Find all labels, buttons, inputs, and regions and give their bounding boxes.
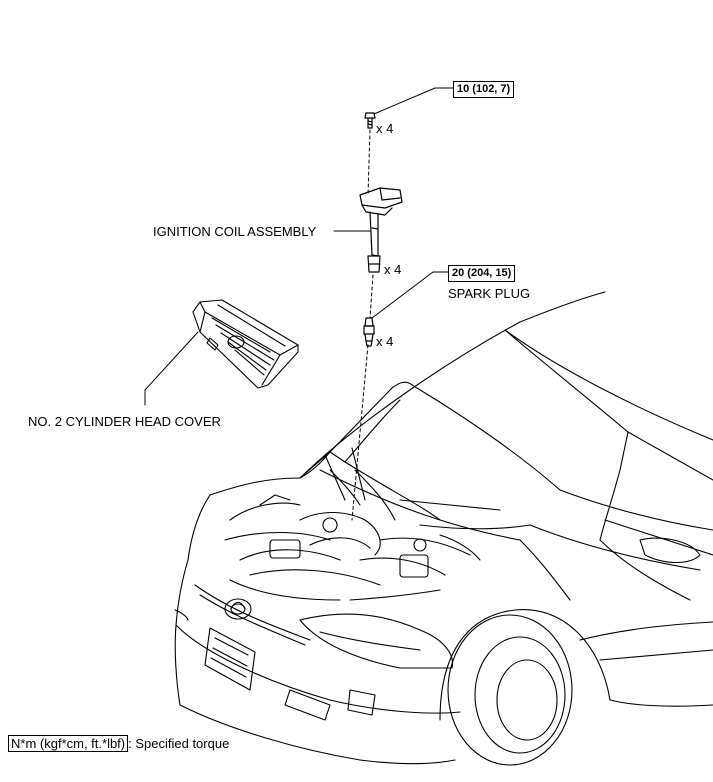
torque-legend: N*m (kgf*cm, ft.*lbf): Specified torque <box>8 735 229 752</box>
vehicle-illustration <box>174 291 713 766</box>
cylinder-head-cover-part <box>192 299 299 389</box>
plug-leader <box>371 271 449 319</box>
torque-unit-description: : Specified torque <box>128 736 230 751</box>
spark-plug-torque-spec: 20 (204, 15) <box>448 265 516 282</box>
cover-leader <box>144 331 199 406</box>
ignition-coil-label: IGNITION COIL ASSEMBLY <box>153 224 317 239</box>
bolt-torque-spec: 10 (102, 7) <box>453 81 515 98</box>
ignition-coil-part <box>359 187 403 273</box>
spark-plug-quantity: x 4 <box>376 334 394 349</box>
spark-plug-label: SPARK PLUG <box>448 286 531 301</box>
ignition-coil-quantity: x 4 <box>384 262 402 277</box>
bolt-part <box>364 112 376 129</box>
cylinder-head-cover-label: NO. 2 CYLINDER HEAD COVER <box>28 414 221 429</box>
torque-unit-box: N*m (kgf*cm, ft.*lbf) <box>8 735 129 752</box>
installation-axis <box>351 129 374 521</box>
spark-plug-part <box>363 317 375 347</box>
bolt-quantity: x 4 <box>376 121 394 136</box>
bolt-leader <box>373 87 454 115</box>
